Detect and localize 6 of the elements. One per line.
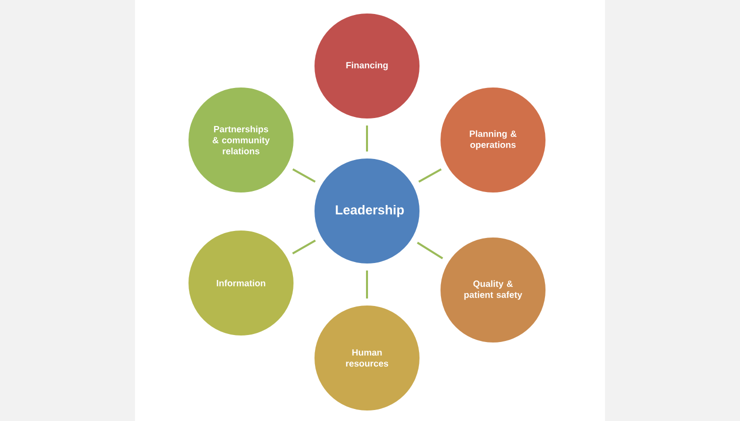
connector-line (366, 270, 368, 298)
connector-line (366, 126, 368, 152)
connector-line (292, 240, 316, 254)
connector-line (418, 168, 442, 183)
connector-line (416, 242, 444, 260)
connector-line (292, 168, 316, 183)
